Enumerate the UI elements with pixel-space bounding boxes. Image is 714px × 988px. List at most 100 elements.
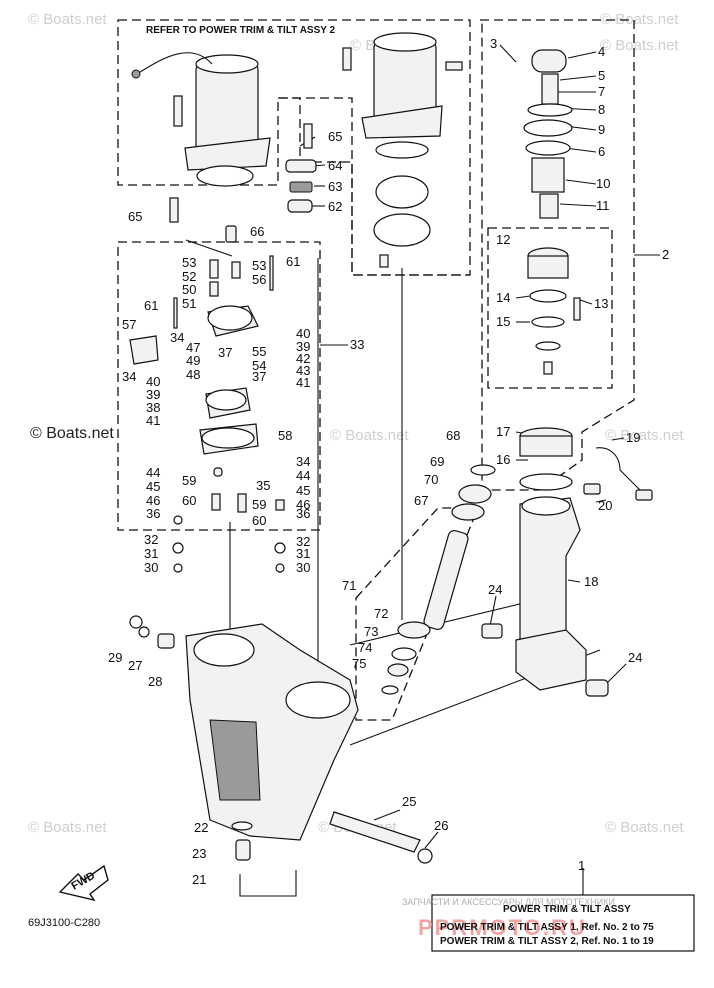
callout-59: 59 bbox=[182, 473, 196, 488]
callout-17: 17 bbox=[496, 424, 510, 439]
legend-line-1: POWER TRIM & TILT ASSY 1, Ref. No. 2 to … bbox=[440, 922, 654, 933]
watermark-text: © Boats.net bbox=[600, 37, 679, 54]
callout-6: 6 bbox=[598, 144, 605, 159]
callout-11: 11 bbox=[596, 198, 610, 213]
callout-23: 23 bbox=[192, 846, 206, 861]
callout-39b: 39 bbox=[146, 387, 160, 402]
callout-56: 56 bbox=[252, 272, 266, 287]
legend-title: POWER TRIM & TILT ASSY bbox=[503, 904, 631, 915]
callout-59b: 59 bbox=[252, 497, 266, 512]
callout-35: 35 bbox=[256, 478, 270, 493]
callout-32: 32 bbox=[144, 532, 158, 547]
callout-49: 49 bbox=[186, 353, 200, 368]
callout-33: 33 bbox=[350, 337, 364, 352]
callout-12: 12 bbox=[496, 232, 510, 247]
callout-64: 64 bbox=[328, 158, 342, 173]
assy2-right-box bbox=[480, 19, 635, 491]
callout-60: 60 bbox=[182, 493, 196, 508]
assy2-inner-box bbox=[278, 97, 470, 276]
callout-5: 5 bbox=[598, 68, 605, 83]
callout-58: 58 bbox=[278, 428, 292, 443]
callout-61b: 61 bbox=[286, 254, 300, 269]
callout-57: 57 bbox=[122, 317, 136, 332]
callout-45: 45 bbox=[146, 479, 160, 494]
callout-60b: 60 bbox=[252, 513, 266, 528]
callout-34c: 34 bbox=[296, 454, 310, 469]
callout-20: 20 bbox=[598, 498, 612, 513]
watermark-text: © Boats.net bbox=[600, 11, 679, 28]
callout-38: 38 bbox=[146, 400, 160, 415]
callout-61: 61 bbox=[144, 298, 158, 313]
callout-24b: 24 bbox=[628, 650, 642, 665]
header-note: REFER TO POWER TRIM & TILT ASSY 2 bbox=[146, 25, 336, 36]
callout-68: 68 bbox=[446, 428, 460, 443]
legend-line-2: POWER TRIM & TILT ASSY 2, Ref. No. 1 to … bbox=[440, 936, 654, 947]
callout-54: 54 bbox=[252, 358, 266, 373]
callout-14: 14 bbox=[496, 290, 510, 305]
leader-lines bbox=[185, 44, 660, 895]
assy71-box bbox=[355, 507, 479, 721]
diagram-code: 69J3100-C280 bbox=[28, 917, 100, 929]
tilt-motor-center bbox=[342, 32, 463, 268]
callout-25: 25 bbox=[402, 794, 416, 809]
callout-1: 1 bbox=[578, 858, 585, 873]
watermark-text: © Boats.net bbox=[605, 427, 684, 444]
callout-9: 9 bbox=[598, 122, 605, 137]
callout-4: 4 bbox=[598, 44, 605, 59]
callout-34b: 34 bbox=[122, 369, 136, 384]
callout-26: 26 bbox=[434, 818, 448, 833]
legend-russian: ЗАПЧАСТИ И АКСЕССУАРЫ ДЛЯ МОТОТЕХНИКИ bbox=[402, 897, 615, 907]
callout-71: 71 bbox=[342, 578, 356, 593]
callout-41: 41 bbox=[296, 375, 310, 390]
callout-3: 3 bbox=[490, 36, 497, 51]
watermark-dark: © Boats.net bbox=[30, 425, 114, 442]
callout-43: 43 bbox=[296, 363, 310, 378]
callout-65b: 65 bbox=[128, 209, 142, 224]
callout-47: 47 bbox=[186, 340, 200, 355]
callout-50: 50 bbox=[182, 282, 196, 297]
valve-assembly bbox=[129, 255, 286, 573]
callout-70: 70 bbox=[424, 472, 438, 487]
tilt-motor-left bbox=[131, 52, 271, 187]
callout-46b: 46 bbox=[296, 497, 310, 512]
callout-32b: 32 bbox=[296, 534, 310, 549]
callout-21: 21 bbox=[192, 872, 206, 887]
callout-67: 67 bbox=[414, 493, 428, 508]
fwd-arrow: FWD bbox=[58, 864, 109, 902]
callout-52: 52 bbox=[182, 269, 196, 284]
watermark-text: © Boats.net bbox=[605, 819, 684, 836]
callout-labels: 1 2 3 4 5 6 7 8 9 10 11 12 13 14 15 16 1… bbox=[108, 36, 669, 887]
callout-30: 30 bbox=[144, 560, 158, 575]
callout-37: 37 bbox=[218, 345, 232, 360]
callout-15: 15 bbox=[496, 314, 510, 329]
callout-31: 31 bbox=[144, 546, 158, 561]
callout-65: 65 bbox=[328, 129, 342, 144]
callout-2: 2 bbox=[662, 247, 669, 262]
callout-13: 13 bbox=[594, 296, 608, 311]
legend-brand: PPRMOTO.RU bbox=[418, 915, 587, 940]
callout-72: 72 bbox=[374, 606, 388, 621]
watermark-text: © Boats.net bbox=[330, 427, 409, 444]
tilt-cylinder bbox=[481, 49, 653, 697]
callout-29: 29 bbox=[108, 650, 122, 665]
callout-27: 27 bbox=[128, 658, 142, 673]
callout-36: 36 bbox=[146, 506, 160, 521]
callout-69: 69 bbox=[430, 454, 444, 469]
callout-40: 40 bbox=[296, 326, 310, 341]
callout-62: 62 bbox=[328, 199, 342, 214]
callout-74: 74 bbox=[358, 640, 372, 655]
callout-53: 53 bbox=[182, 255, 196, 270]
callout-75: 75 bbox=[352, 656, 366, 671]
assy33-box bbox=[117, 241, 321, 531]
callout-66: 66 bbox=[250, 224, 264, 239]
callout-36b: 36 bbox=[296, 506, 310, 521]
swivel-bracket bbox=[129, 615, 433, 897]
callout-30b: 30 bbox=[296, 560, 310, 575]
piston-assembly bbox=[381, 464, 496, 695]
watermarks: © Boats.net © Boats.net © Boats.net © Bo… bbox=[28, 11, 684, 836]
callout-51: 51 bbox=[182, 296, 196, 311]
callout-44: 44 bbox=[146, 465, 160, 480]
callout-73: 73 bbox=[364, 624, 378, 639]
callout-8: 8 bbox=[598, 102, 605, 117]
callout-28: 28 bbox=[148, 674, 162, 689]
